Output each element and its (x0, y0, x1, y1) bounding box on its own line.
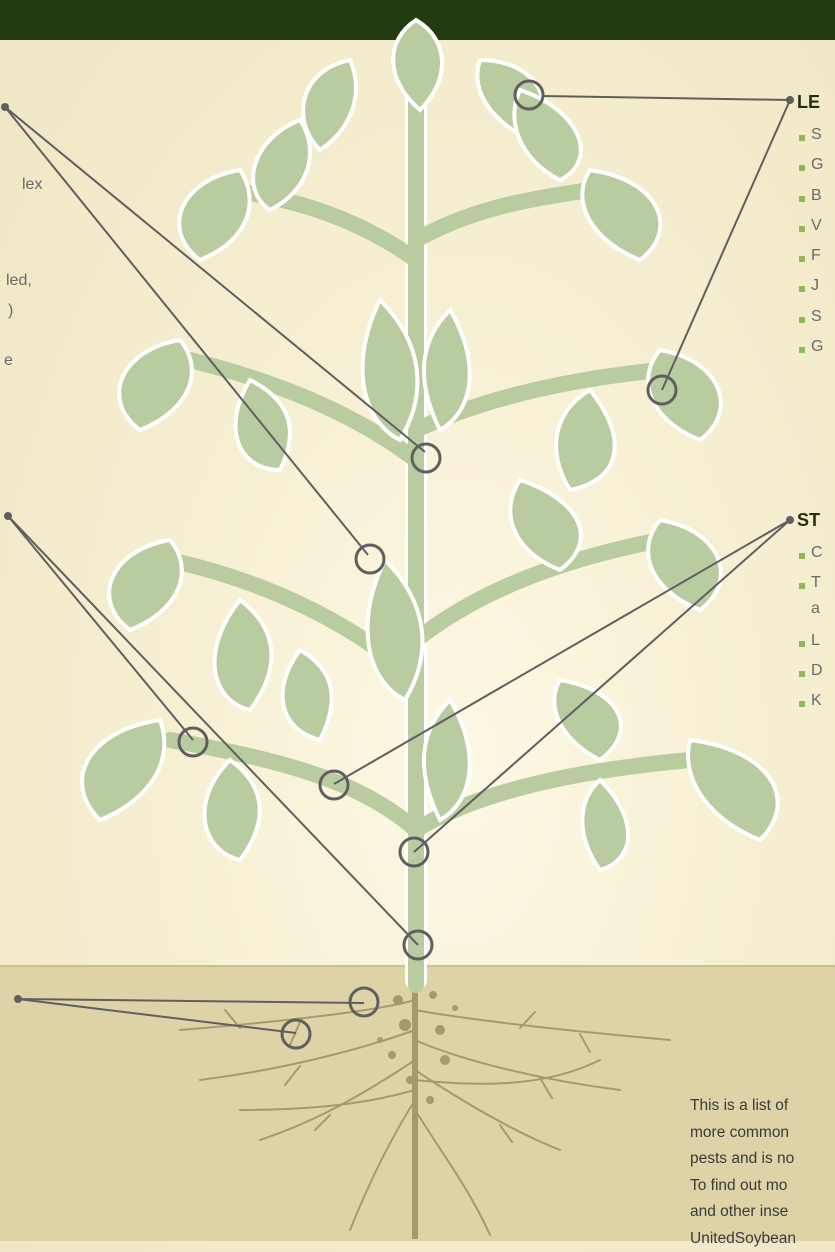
footnote-line: This is a list of (690, 1093, 835, 1120)
list-item: G (797, 156, 823, 186)
list-item: K (797, 692, 823, 722)
footnote-line: To find out mo (690, 1173, 835, 1200)
list-item: T (797, 574, 823, 600)
leaves-heading: LE (797, 92, 820, 113)
list-item: V (797, 217, 823, 247)
footnote-text: This is a list of more common pests and … (690, 1093, 835, 1252)
list-item: L (797, 632, 823, 662)
left-panel-text: ) (8, 302, 13, 320)
list-item: G (797, 338, 823, 368)
left-panel-text: lex (22, 176, 42, 194)
leaves-pest-list: S G B V F J S G (797, 126, 823, 368)
footnote-line: pests and is no (690, 1146, 835, 1173)
roots (180, 965, 670, 1239)
footnote-line: more common (690, 1120, 835, 1147)
list-item: S (797, 126, 823, 156)
left-panel-text: led, (6, 272, 32, 290)
list-item: J (797, 277, 823, 307)
list-item: F (797, 247, 823, 277)
list-item: C (797, 544, 823, 574)
left-panel-text: e (4, 352, 13, 370)
list-item: B (797, 187, 823, 217)
list-item: S (797, 308, 823, 338)
footnote-line: and other inse (690, 1199, 835, 1226)
list-item: D (797, 662, 823, 692)
stems-heading: ST (797, 510, 820, 531)
list-item-continuation: a (797, 600, 823, 632)
stems-pest-list: C T a L D K (797, 544, 823, 722)
